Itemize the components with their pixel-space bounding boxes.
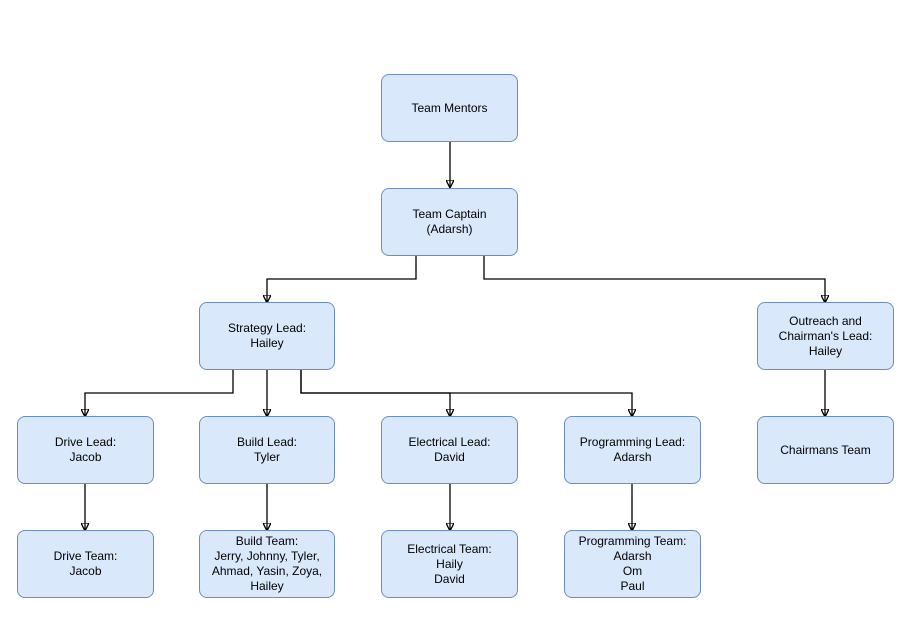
node-drive-lead: Drive Lead: Jacob <box>17 416 154 484</box>
node-electrical-team: Electrical Team: Haily David <box>381 530 518 598</box>
node-programming-lead: Programming Lead: Adarsh <box>564 416 701 484</box>
node-programming-team: Programming Team: Adarsh Om Paul <box>564 530 701 598</box>
edge-strategy-drive-lead <box>85 370 234 416</box>
edge-captain-strategy <box>267 256 417 302</box>
edge-captain-outreach <box>483 256 825 302</box>
node-build-team: Build Team: Jerry, Johnny, Tyler, Ahmad,… <box>199 530 335 598</box>
node-team-mentors: Team Mentors <box>381 74 518 142</box>
edge-strategy-programming-lead <box>300 370 632 416</box>
node-team-captain: Team Captain (Adarsh) <box>381 188 518 256</box>
node-electrical-lead: Electrical Lead: David <box>381 416 518 484</box>
node-build-lead: Build Lead: Tyler <box>199 416 335 484</box>
node-outreach-lead: Outreach and Chairman's Lead: Hailey <box>757 302 894 370</box>
node-chairmans-team: Chairmans Team <box>757 416 894 484</box>
node-strategy-lead: Strategy Lead: Hailey <box>199 302 335 370</box>
node-drive-team: Drive Team: Jacob <box>17 530 154 598</box>
